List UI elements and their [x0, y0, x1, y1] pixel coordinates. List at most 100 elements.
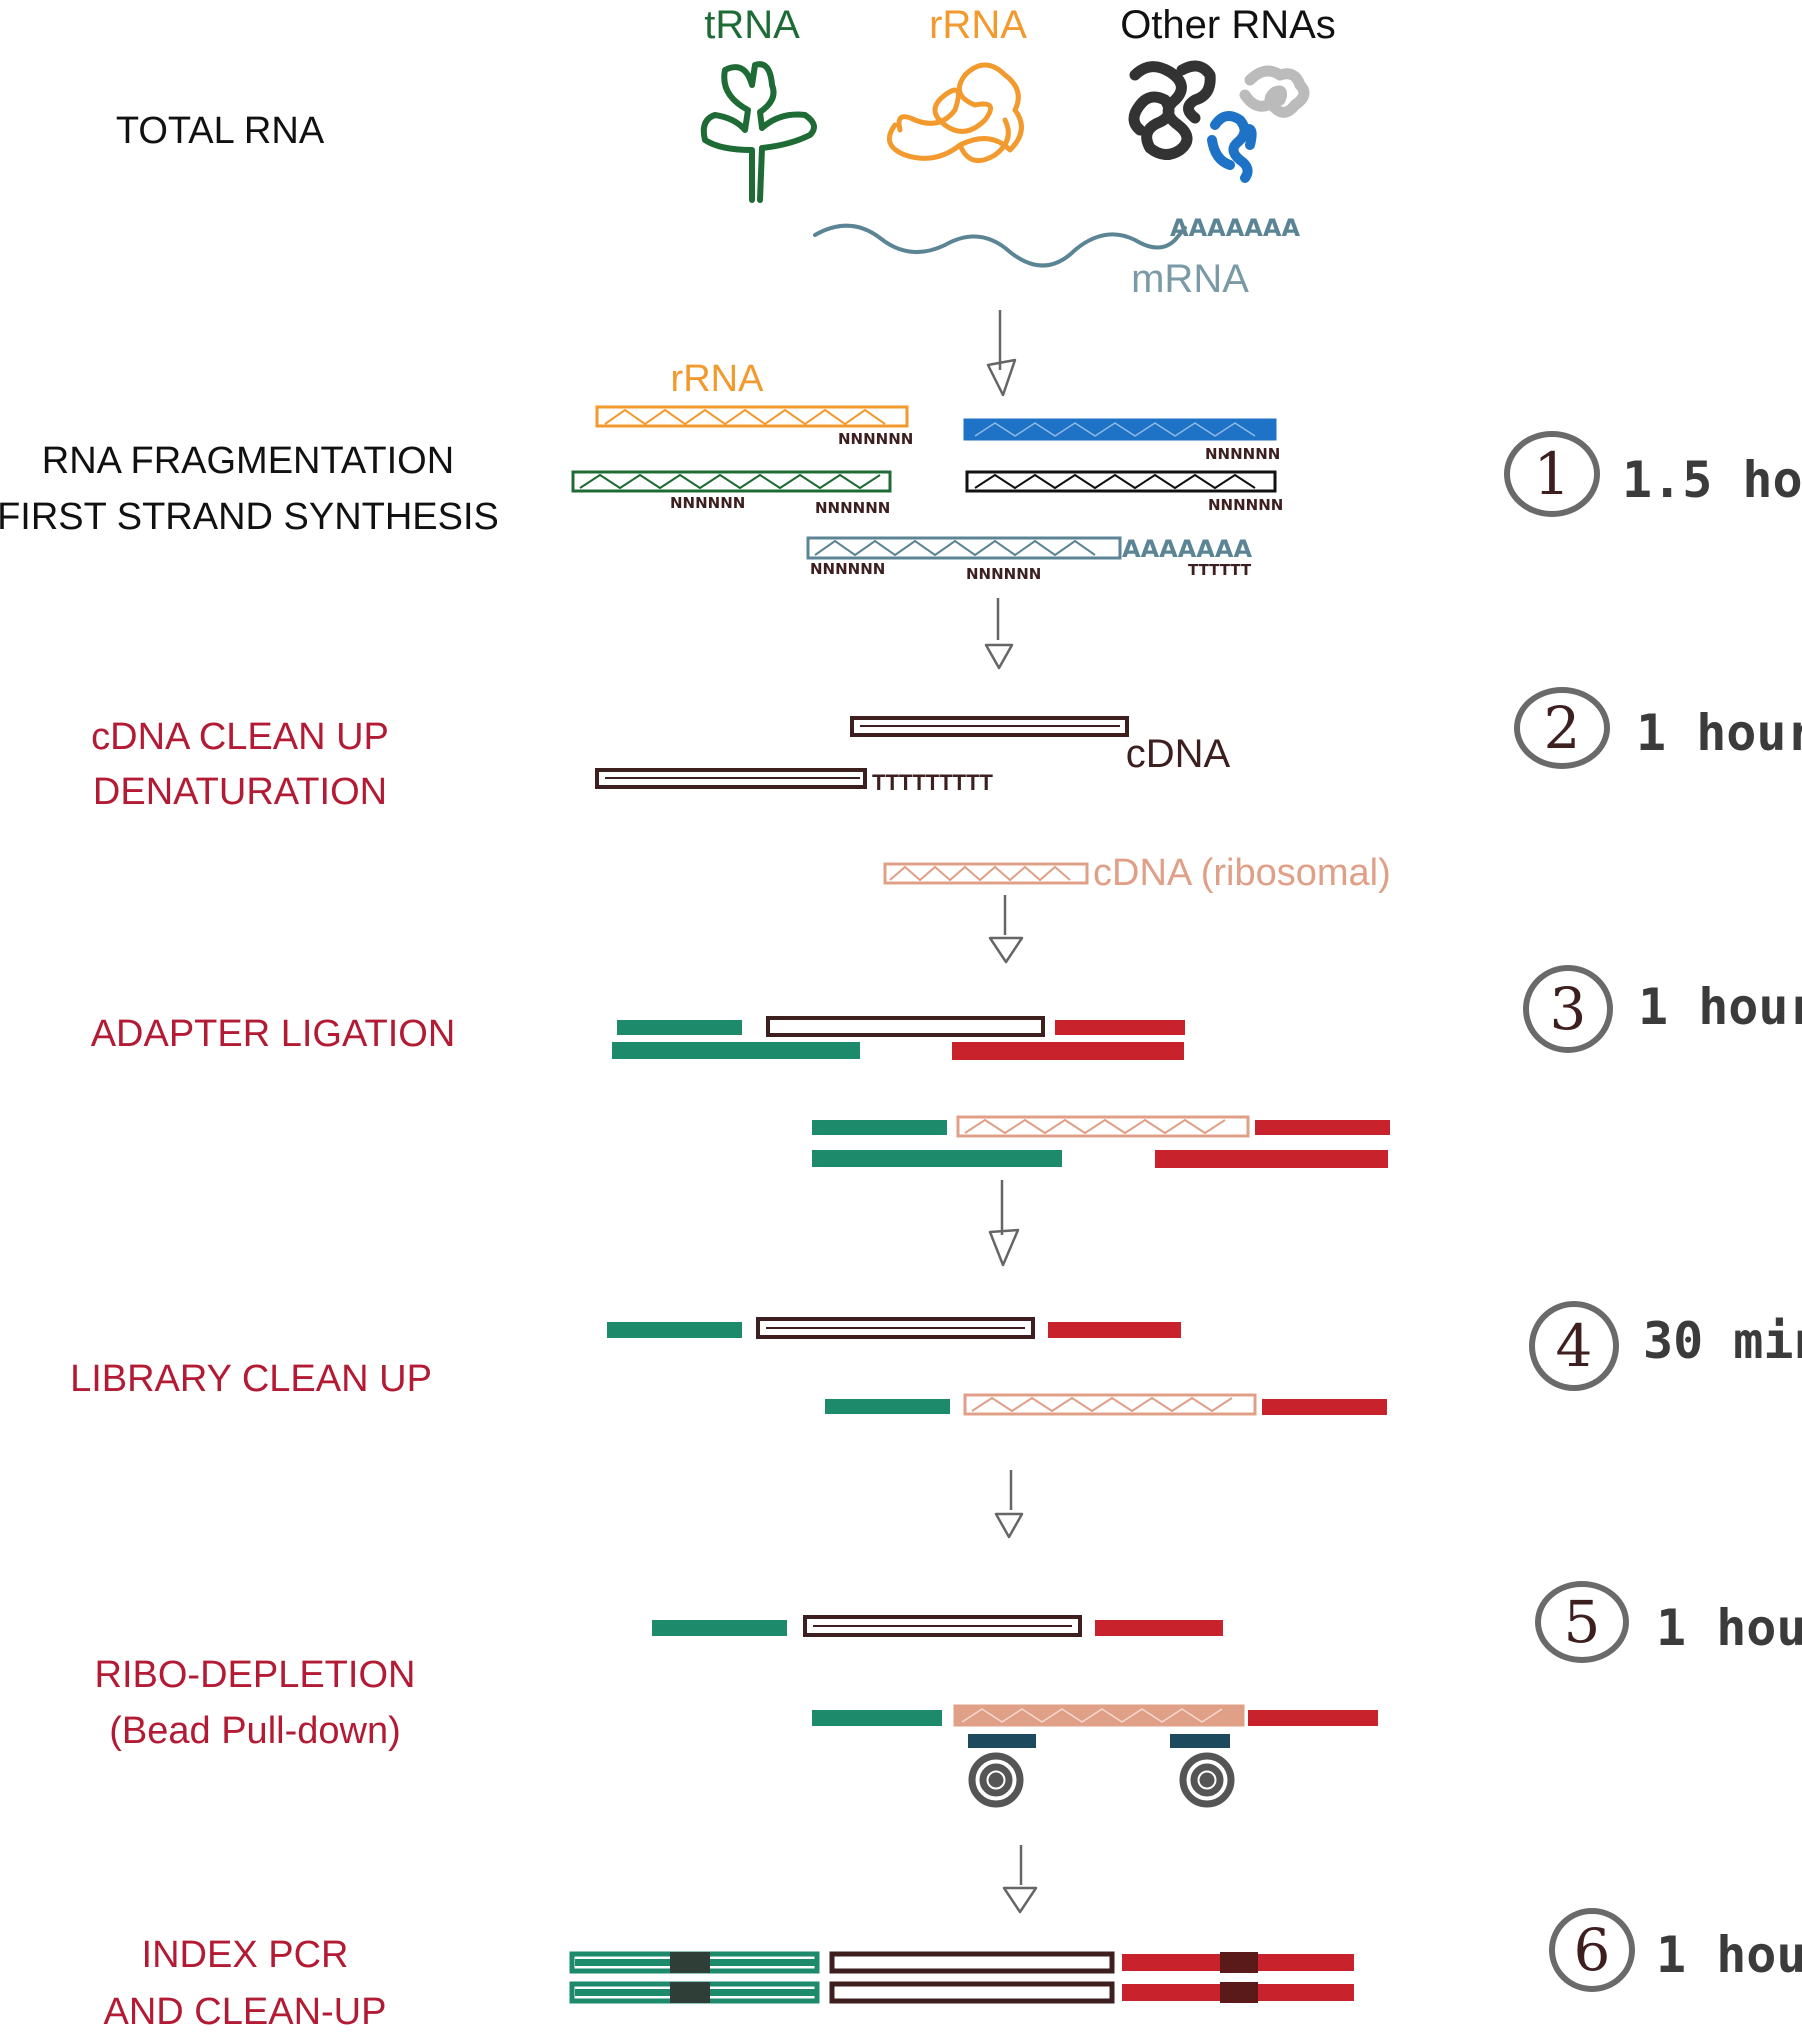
arrow-1 [986, 310, 1017, 397]
step-labels: TOTAL RNA RNA FRAGMENTATION FIRST STRAND… [0, 110, 499, 2033]
fragment-mrna [806, 536, 1122, 560]
primer-orange: NNNNNN [838, 430, 913, 448]
step-5-circle [1535, 1581, 1629, 1663]
timing-3: 3 1 hour [1523, 965, 1802, 1053]
pcr-cdna-bottom [829, 1981, 1115, 2004]
step-label-ribo-depletion-line2: (Bead Pull-down) [109, 1710, 400, 1752]
other-rna-dark [1128, 60, 1216, 160]
arrow-3 [988, 895, 1024, 964]
step-label-fragmentation-line2: FIRST STRAND SYNTHESIS [0, 496, 499, 538]
mrna-label: mRNA [1131, 257, 1249, 301]
pcr-index-red-bottom [1220, 1982, 1258, 2003]
step-label-adapter-ligation: ADAPTER LIGATION [91, 1013, 456, 1055]
ribo-adapter-green-2 [812, 1710, 942, 1726]
ribo-adapter-red-2 [1248, 1710, 1378, 1726]
step-1-duration: 1.5 hours [1622, 451, 1802, 509]
rrna-label: rRNA [929, 3, 1027, 47]
step-label-cdna-cleanup-line2: DENATURATION [93, 771, 387, 813]
flow-arrows [984, 310, 1038, 1914]
step-2-duration: 1 hour [1636, 704, 1802, 762]
library-adapter-green-1 [607, 1322, 742, 1338]
ligation-adapter-green-bottom-2 [812, 1150, 1062, 1167]
mrna-polya-tail: AAAAAAA [1170, 214, 1300, 242]
fragmentation-diagram: rRNA NNNNNN NNNNNN NNNNNN NNNNNN NNNNNN … [571, 358, 1283, 583]
step-2-number: 2 [1544, 694, 1581, 762]
ligation-adapter-green-bottom-1 [612, 1042, 860, 1059]
cdna-label: cDNA [1126, 732, 1231, 776]
step-label-cdna-cleanup-line1: cDNA CLEAN UP [91, 716, 389, 758]
library-adapter-red-1 [1048, 1322, 1181, 1338]
step-label-ribo-depletion-line1: RIBO-DEPLETION [95, 1654, 416, 1696]
primer-green-2: NNNNNN [815, 499, 890, 517]
pcr-cdna-top [829, 1951, 1115, 1974]
rrna-molecule [886, 62, 1024, 164]
ribo-depletion-diagram [652, 1615, 1378, 1808]
arrow-5 [994, 1470, 1024, 1539]
step-4-circle [1529, 1301, 1619, 1391]
timing-5: 5 1 hour [1535, 1581, 1802, 1663]
primer-mrna-2: NNNNNN [966, 565, 1041, 583]
trna-label: tRNA [704, 3, 800, 47]
step-label-library-cleanup: LIBRARY CLEAN UP [70, 1358, 432, 1400]
index-pcr-diagram [569, 1951, 1354, 2004]
pcr-index-green-top [670, 1952, 710, 1973]
ligation-adapter-green-top-1 [617, 1020, 742, 1035]
step-3-duration: 1 hour [1638, 978, 1802, 1036]
library-cleanup-diagram [607, 1317, 1387, 1416]
library-cdna-ribo-2 [963, 1393, 1257, 1416]
step-label-index-pcr-line1: INDEX PCR [142, 1934, 349, 1976]
step-5-duration: 1 hour [1656, 1599, 1802, 1657]
ligation-adapter-red-top-2 [1255, 1120, 1390, 1135]
ribo-cdna-ribo-2 [953, 1704, 1245, 1727]
ribo-probe-1 [968, 1734, 1036, 1748]
library-adapter-red-2 [1262, 1399, 1387, 1415]
step-label-index-pcr-line2: AND CLEAN-UP [104, 1991, 387, 2033]
step-6-number: 6 [1574, 1916, 1611, 1984]
primer-mrna-1: NNNNNN [810, 560, 885, 578]
oligo-dt-primer: TTTTTT [1188, 561, 1252, 579]
arrow-6 [1002, 1845, 1038, 1914]
cdna-ribosomal-strand [883, 862, 1089, 885]
cdna-strand-2 [595, 768, 867, 789]
adapter-ligation-diagram [612, 1016, 1390, 1168]
ligation-adapter-red-bottom-1 [952, 1042, 1184, 1060]
fragment-orange [595, 405, 909, 428]
step-1-circle [1504, 431, 1600, 517]
step-6-circle [1549, 1908, 1635, 1992]
ribo-cdna-1 [803, 1615, 1082, 1637]
pcr-index-red-top [1220, 1952, 1258, 1973]
ribo-adapter-red-1 [1095, 1620, 1223, 1636]
fragment-green [571, 470, 892, 493]
fragment-blue [963, 418, 1277, 441]
timing-1: 1 1.5 hours [1504, 431, 1802, 517]
arrow-4 [988, 1180, 1020, 1267]
ligation-adapter-red-top-1 [1055, 1020, 1185, 1035]
cdna-polyt: TTTTTTTTT [872, 770, 994, 795]
mrna-fragment-polya: AAAAAAA [1122, 535, 1252, 563]
mrna-molecule [813, 223, 1187, 268]
step-6-duration: 1 hour [1656, 1926, 1802, 1984]
ligation-adapter-red-bottom-2 [1155, 1150, 1388, 1168]
arrow-2 [984, 598, 1014, 670]
trna-molecule [700, 61, 817, 203]
other-rna-grey [1239, 65, 1310, 118]
cdna-cleanup-diagram: cDNA TTTTTTTTT cDNA (ribosomal) [595, 716, 1391, 894]
timing-2: 2 1 hour [1514, 687, 1802, 769]
timing-6: 6 1 hour [1549, 1908, 1802, 1992]
timing-4: 4 30 min [1529, 1301, 1802, 1391]
library-adapter-green-2 [825, 1399, 950, 1414]
primer-green-1: NNNNNN [670, 494, 745, 512]
pcr-index-green-bottom [670, 1982, 710, 2003]
step-4-number: 4 [1556, 1312, 1593, 1380]
ribo-probe-2 [1170, 1734, 1230, 1748]
cdna-ribosomal-label: cDNA (ribosomal) [1093, 852, 1391, 894]
total-rna-molecules: tRNA rRNA Other RNAs AAAAAAA mRNA [700, 3, 1336, 301]
fragment-rrna-label: rRNA [671, 358, 765, 400]
step-1-number: 1 [1534, 440, 1571, 508]
cdna-strand-1 [850, 716, 1129, 737]
ligation-adapter-green-top-2 [812, 1120, 947, 1135]
primer-black: NNNNNN [1208, 496, 1283, 514]
magnetic-bead-1 [968, 1752, 1024, 1808]
ligation-cdna-top-1 [766, 1016, 1045, 1037]
